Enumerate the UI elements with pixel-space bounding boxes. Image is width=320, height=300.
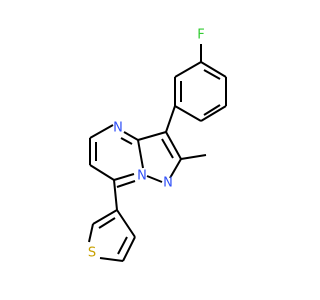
bond-th-c2-s (88, 223, 94, 243)
bond-layer (88, 44, 227, 262)
bond-c7-n7a (113, 173, 135, 181)
molecule-structure-diagram: F N N N S (88, 28, 227, 262)
bond-ph-c3-c4 (174, 105, 202, 122)
bond-th-c4-c5-double (117, 236, 128, 255)
atom-label-layer: F N N N S (88, 28, 205, 261)
bond-th-c3-c2 (92, 209, 118, 225)
bond-n7a-c3a (137, 139, 144, 169)
bond-c3-c2-double (161, 138, 174, 159)
bond-th-s-c5 (99, 257, 124, 262)
atom-label-n7a: N (137, 169, 147, 184)
bond-c3-c2 (165, 131, 182, 160)
bond-c7-thiophene (113, 179, 118, 211)
bond-c6-c7 (89, 164, 115, 181)
atom-label-n1: N (163, 176, 173, 191)
bond-th-c2-c3-double (98, 217, 116, 229)
bond-c3a-n4-double (120, 137, 133, 145)
bond-n1-n7a (146, 175, 163, 183)
bond-ph-double-inner-2 (203, 104, 221, 116)
bond-ph-c3-pyrazole (165, 105, 176, 133)
bond-c3a-n4 (123, 131, 139, 141)
bond-c2-n1 (169, 158, 182, 179)
bond-th-c5-c4 (122, 236, 136, 262)
bond-ph-c1-c2 (174, 61, 202, 78)
bond-c7-n7a-double (116, 180, 136, 188)
bond-c2-methyl (180, 154, 207, 160)
bond-th-c4-c3 (116, 209, 136, 238)
atom-label-sulfur: S (88, 246, 96, 261)
bond-c3-c3a (137, 131, 167, 141)
bond-ph-c4-c5 (200, 105, 227, 122)
atom-label-n4: N (113, 121, 123, 136)
bond-ph-double-inner-3 (203, 69, 221, 80)
bond-n4-c5 (89, 124, 114, 139)
bond-ph-c6-c1 (200, 61, 227, 78)
atom-label-fluorine: F (197, 28, 204, 43)
